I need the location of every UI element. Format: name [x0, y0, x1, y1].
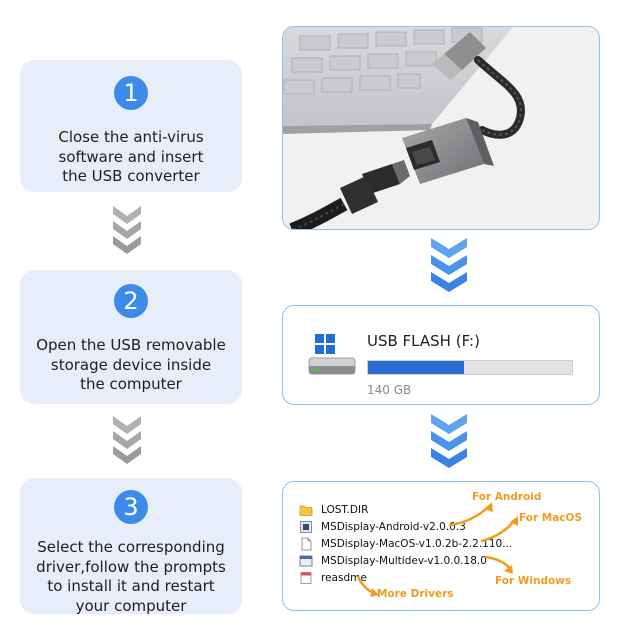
usb-hdmi-adapter-image [283, 27, 599, 229]
annotation-macos: For MacOS [519, 512, 583, 524]
folder-icon [299, 505, 313, 516]
step-text-2: Open the USB removable storage device in… [36, 336, 226, 393]
chevron-down-icon [113, 416, 141, 464]
chevron-down-icon [113, 206, 141, 254]
product-photo-panel [282, 26, 600, 230]
usb-drive-panel: USB FLASH (F:) 140 GB [282, 305, 600, 405]
document-icon [301, 537, 312, 551]
file-name: MSDisplay-MacOS-v1.0.2b-2.2.110... [321, 538, 513, 550]
drive-usage-fill [368, 361, 464, 374]
app-window-icon [299, 555, 313, 567]
file-name: LOST.DIR [321, 504, 369, 516]
file-list-panel: LOST.DIR MSDisplay-Android-v2.0.0.3 MSDi… [282, 481, 600, 611]
file-row-multidev[interactable]: MSDisplay-Multidev-v1.0.0.18.0 [299, 553, 487, 569]
step-text-1: Close the anti-virus software and insert… [58, 128, 204, 185]
chevron-down-icon [431, 238, 467, 292]
step-number-3: 3 [114, 490, 148, 524]
annotation-more-drivers: More Drivers [377, 588, 454, 600]
step-number-2: 2 [114, 284, 148, 318]
step-text-3: Select the corresponding driver,follow t… [36, 538, 226, 615]
file-name: reasdme [321, 572, 367, 584]
step-card-2: 2 Open the USB removable storage device … [20, 270, 242, 404]
step-card-3: 3 Select the corresponding driver,follow… [20, 478, 242, 615]
file-row-lost-dir[interactable]: LOST.DIR [299, 502, 368, 518]
drive-size: 140 GB [367, 383, 412, 397]
file-row-macos[interactable]: MSDisplay-MacOS-v1.0.2b-2.2.110... [299, 536, 512, 552]
windows-drive-icon [308, 334, 356, 375]
file-row-readme[interactable]: reasdme [299, 570, 367, 586]
installer-icon [300, 521, 312, 533]
file-name: MSDisplay-Android-v2.0.0.3 [321, 521, 466, 533]
annotation-android: For Android [472, 491, 542, 503]
step-card-1: 1 Close the anti-virus software and inse… [20, 60, 242, 192]
drive-usage-bar [367, 360, 573, 375]
step-number-1: 1 [114, 76, 148, 110]
annotation-windows: For Windows [495, 575, 572, 587]
drive-name: USB FLASH (F:) [367, 332, 480, 350]
text-file-icon [300, 572, 312, 584]
file-row-android[interactable]: MSDisplay-Android-v2.0.0.3 [299, 519, 466, 535]
file-name: MSDisplay-Multidev-v1.0.0.18.0 [321, 555, 487, 567]
chevron-down-icon [431, 414, 467, 468]
